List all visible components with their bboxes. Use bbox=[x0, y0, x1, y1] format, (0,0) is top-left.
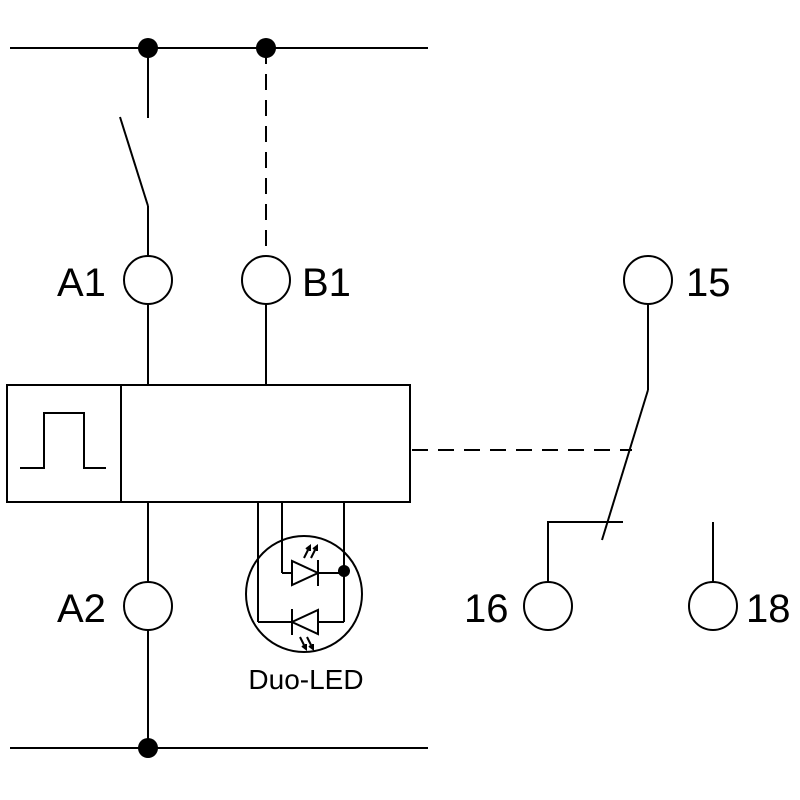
terminal-a1-label: A1 bbox=[57, 261, 106, 305]
terminal-15-label: 15 bbox=[686, 261, 731, 305]
terminal-16 bbox=[523, 581, 573, 631]
terminal-18 bbox=[688, 581, 738, 631]
duo-led-label: Duo-LED bbox=[248, 664, 363, 695]
terminal-16-label: 16 bbox=[464, 587, 509, 631]
terminal-b1 bbox=[241, 255, 291, 305]
pulse-function-icon bbox=[20, 412, 106, 469]
terminal-b1-label: B1 bbox=[302, 261, 351, 305]
changeover-contact bbox=[547, 304, 714, 582]
terminal-a1 bbox=[123, 255, 173, 305]
duo-led-icon bbox=[245, 502, 363, 653]
terminal-a2 bbox=[123, 581, 173, 631]
terminal-15 bbox=[623, 255, 673, 305]
control-switch bbox=[119, 48, 149, 256]
relay-module-box bbox=[6, 384, 411, 503]
terminal-a2-label: A2 bbox=[57, 587, 106, 631]
terminal-18-label: 18 bbox=[746, 587, 791, 631]
